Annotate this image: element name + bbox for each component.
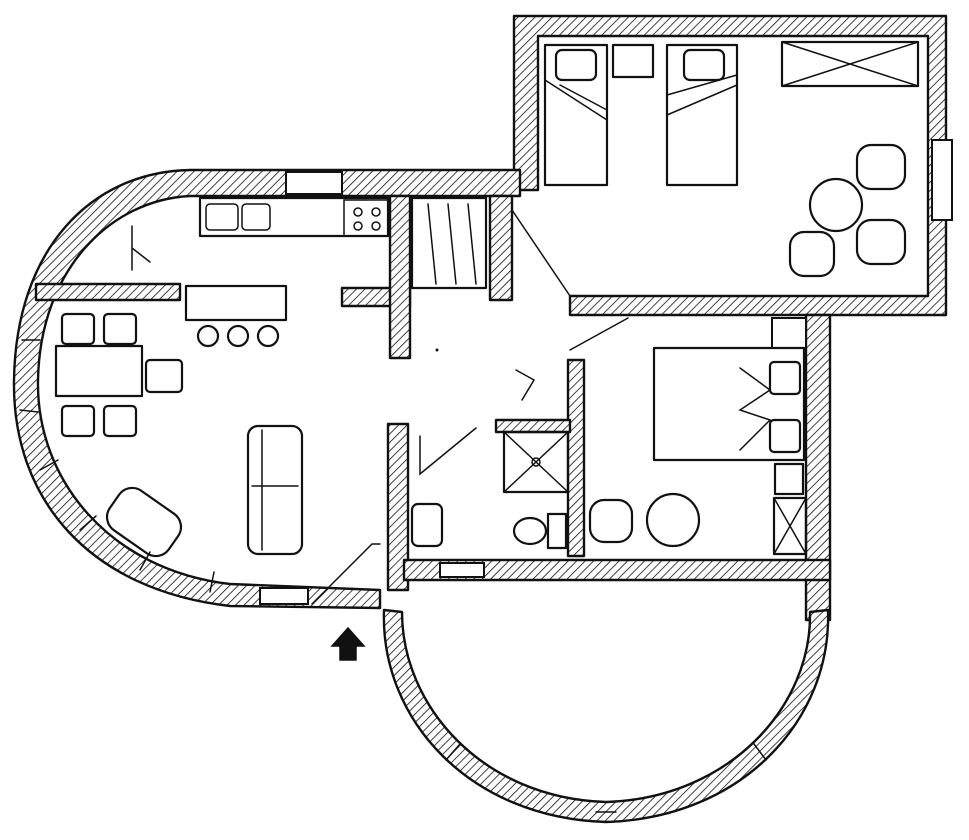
shower [502,430,570,494]
door-swing [511,209,571,297]
stove [343,199,389,237]
partition-wall [388,194,412,360]
partition-wall [402,558,832,582]
window [285,171,343,195]
armchair [105,486,183,558]
door-swing [419,427,477,476]
bathroom [402,358,832,582]
toilet [512,512,568,550]
wall-niche [771,317,807,349]
chair [60,312,96,346]
sink [205,203,271,231]
breakfast-bar [184,284,288,348]
entry-door-swing [311,543,381,605]
double-bed [652,346,806,462]
living-dining [12,168,522,610]
terrace-curved-wall [382,608,830,824]
chair [102,404,138,438]
door-swing [131,225,151,271]
partition-wall [488,194,514,302]
twin-bed-right [665,43,739,187]
chair [60,404,96,438]
dining-table [54,344,144,398]
table-and-chair [588,492,701,548]
nightstand [773,462,805,496]
living-area [105,424,304,558]
window [439,562,485,578]
kitchen [131,196,390,348]
twin-bed-left [543,43,609,187]
sofa [246,424,304,556]
wardrobe [780,40,920,88]
door-swing [569,317,629,351]
partition-wall [566,358,586,558]
washbasin [410,502,444,548]
entrance-arrow-icon [330,626,366,661]
closet [410,196,488,290]
hallway [435,209,629,401]
entrance [311,543,381,661]
wardrobe [772,496,808,556]
nightstand [611,43,655,79]
bedroom-twin [512,14,953,317]
dining-area [54,312,184,438]
chair [144,358,184,394]
terrace [382,562,830,824]
partition-wall [386,422,410,592]
window [931,139,953,221]
round-table-set [788,143,907,278]
bedroom-twin-walls [512,14,948,317]
window [259,587,309,605]
partition-wall [34,282,182,302]
chair [102,312,138,346]
door-swing [515,369,536,401]
partition-wall [494,418,572,434]
